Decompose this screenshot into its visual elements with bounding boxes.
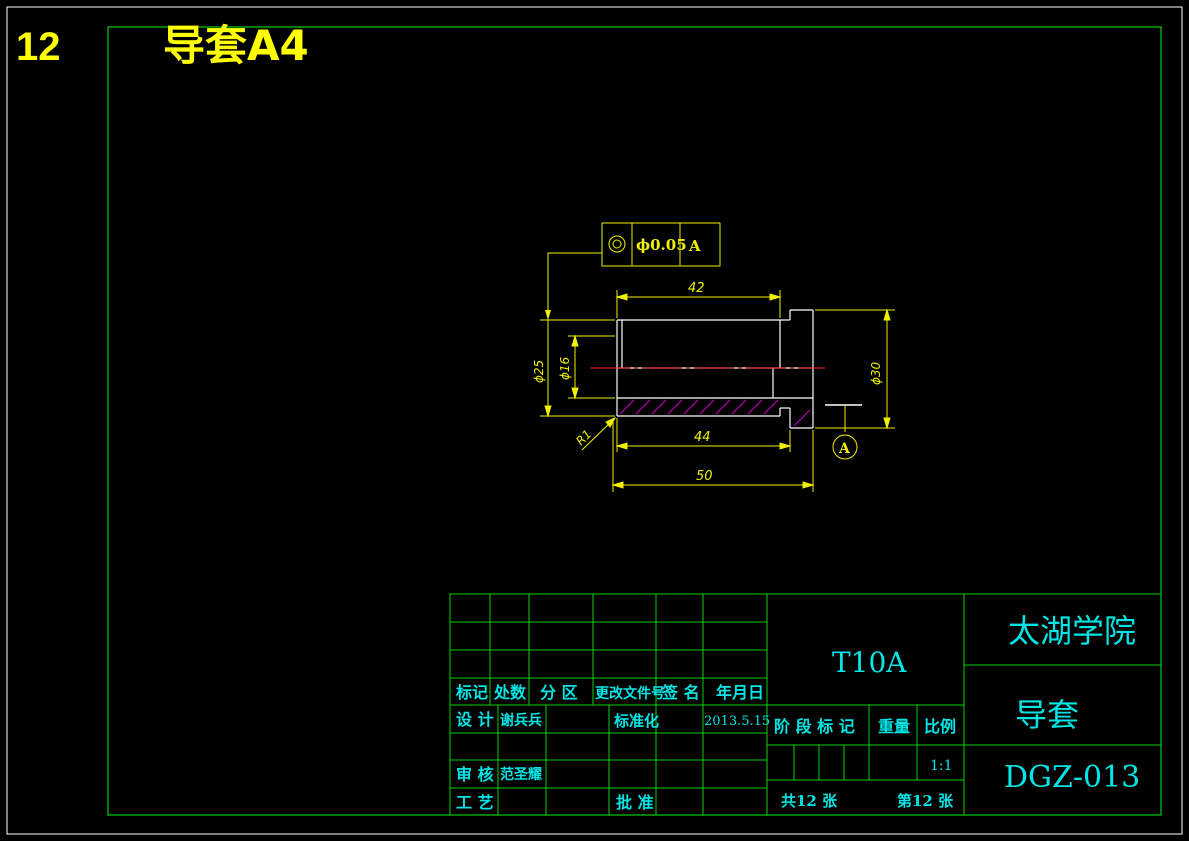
dim-phi25-label: ϕ25 (532, 360, 546, 383)
sheet-index: 第12 张 (897, 792, 954, 810)
approve-label: 批 准 (616, 793, 654, 812)
stage-label: 阶 段 标 记 (774, 717, 855, 736)
dim-phi30 (815, 308, 895, 430)
weight-label: 重量 (878, 717, 910, 736)
material: T10A (832, 646, 907, 679)
scale-value: 1:1 (930, 758, 953, 774)
dim-42-label: 42 (688, 281, 705, 296)
tolerance-datum: A (688, 237, 701, 255)
part-name: 导套 (1015, 696, 1079, 734)
section-hatch (619, 399, 811, 427)
school-name: 太湖学院 (1008, 612, 1136, 650)
dim-phi30-label: ϕ30 (869, 361, 883, 385)
datum-marker (832, 434, 858, 460)
sheet-title: 导套A4 (163, 21, 309, 70)
dim-r1 (581, 416, 617, 451)
review-label: 审 核 (456, 765, 494, 784)
drawing-number: DGZ-013 (1004, 760, 1140, 795)
col-change-doc: 更改文件号 (595, 685, 665, 702)
process-label: 工 艺 (456, 793, 494, 812)
sheet-number: 12 (16, 25, 61, 69)
dim-50 (611, 418, 815, 492)
part-outline (616, 309, 814, 429)
designer-name: 谢兵兵 (500, 712, 542, 729)
col-mark: 标记 (455, 683, 488, 702)
reviewer-name: 范圣耀 (500, 766, 542, 783)
col-count: 处数 (493, 683, 527, 702)
title-block (449, 593, 1162, 816)
dim-phi25 (540, 319, 615, 418)
design-date: 2013.5.15 (704, 714, 770, 729)
dim-44-label: 44 (694, 430, 711, 445)
dim-42 (615, 290, 782, 318)
design-label: 设 计 (456, 710, 494, 729)
col-zone: 分 区 (540, 683, 578, 702)
total-sheets: 共12 张 (781, 792, 838, 810)
dim-phi16 (568, 334, 615, 400)
outer-border (6, 6, 1183, 835)
standardize-label: 标准化 (613, 712, 659, 730)
tolerance-value: ϕ0.05 (636, 236, 687, 254)
part-view: ϕ0.05 A (532, 222, 895, 492)
dim-50-label: 50 (696, 469, 713, 484)
datum-label: A (838, 441, 851, 457)
dim-44 (615, 418, 792, 452)
scale-label: 比例 (924, 717, 956, 736)
tolerance-frame: ϕ0.05 A (545, 222, 721, 320)
col-date: 年月日 (716, 683, 764, 702)
col-signature: 签 名 (661, 683, 700, 702)
dim-r1-label: R1 (573, 427, 594, 448)
dim-phi16-label: ϕ16 (558, 356, 572, 380)
concentricity-icon (608, 235, 626, 253)
